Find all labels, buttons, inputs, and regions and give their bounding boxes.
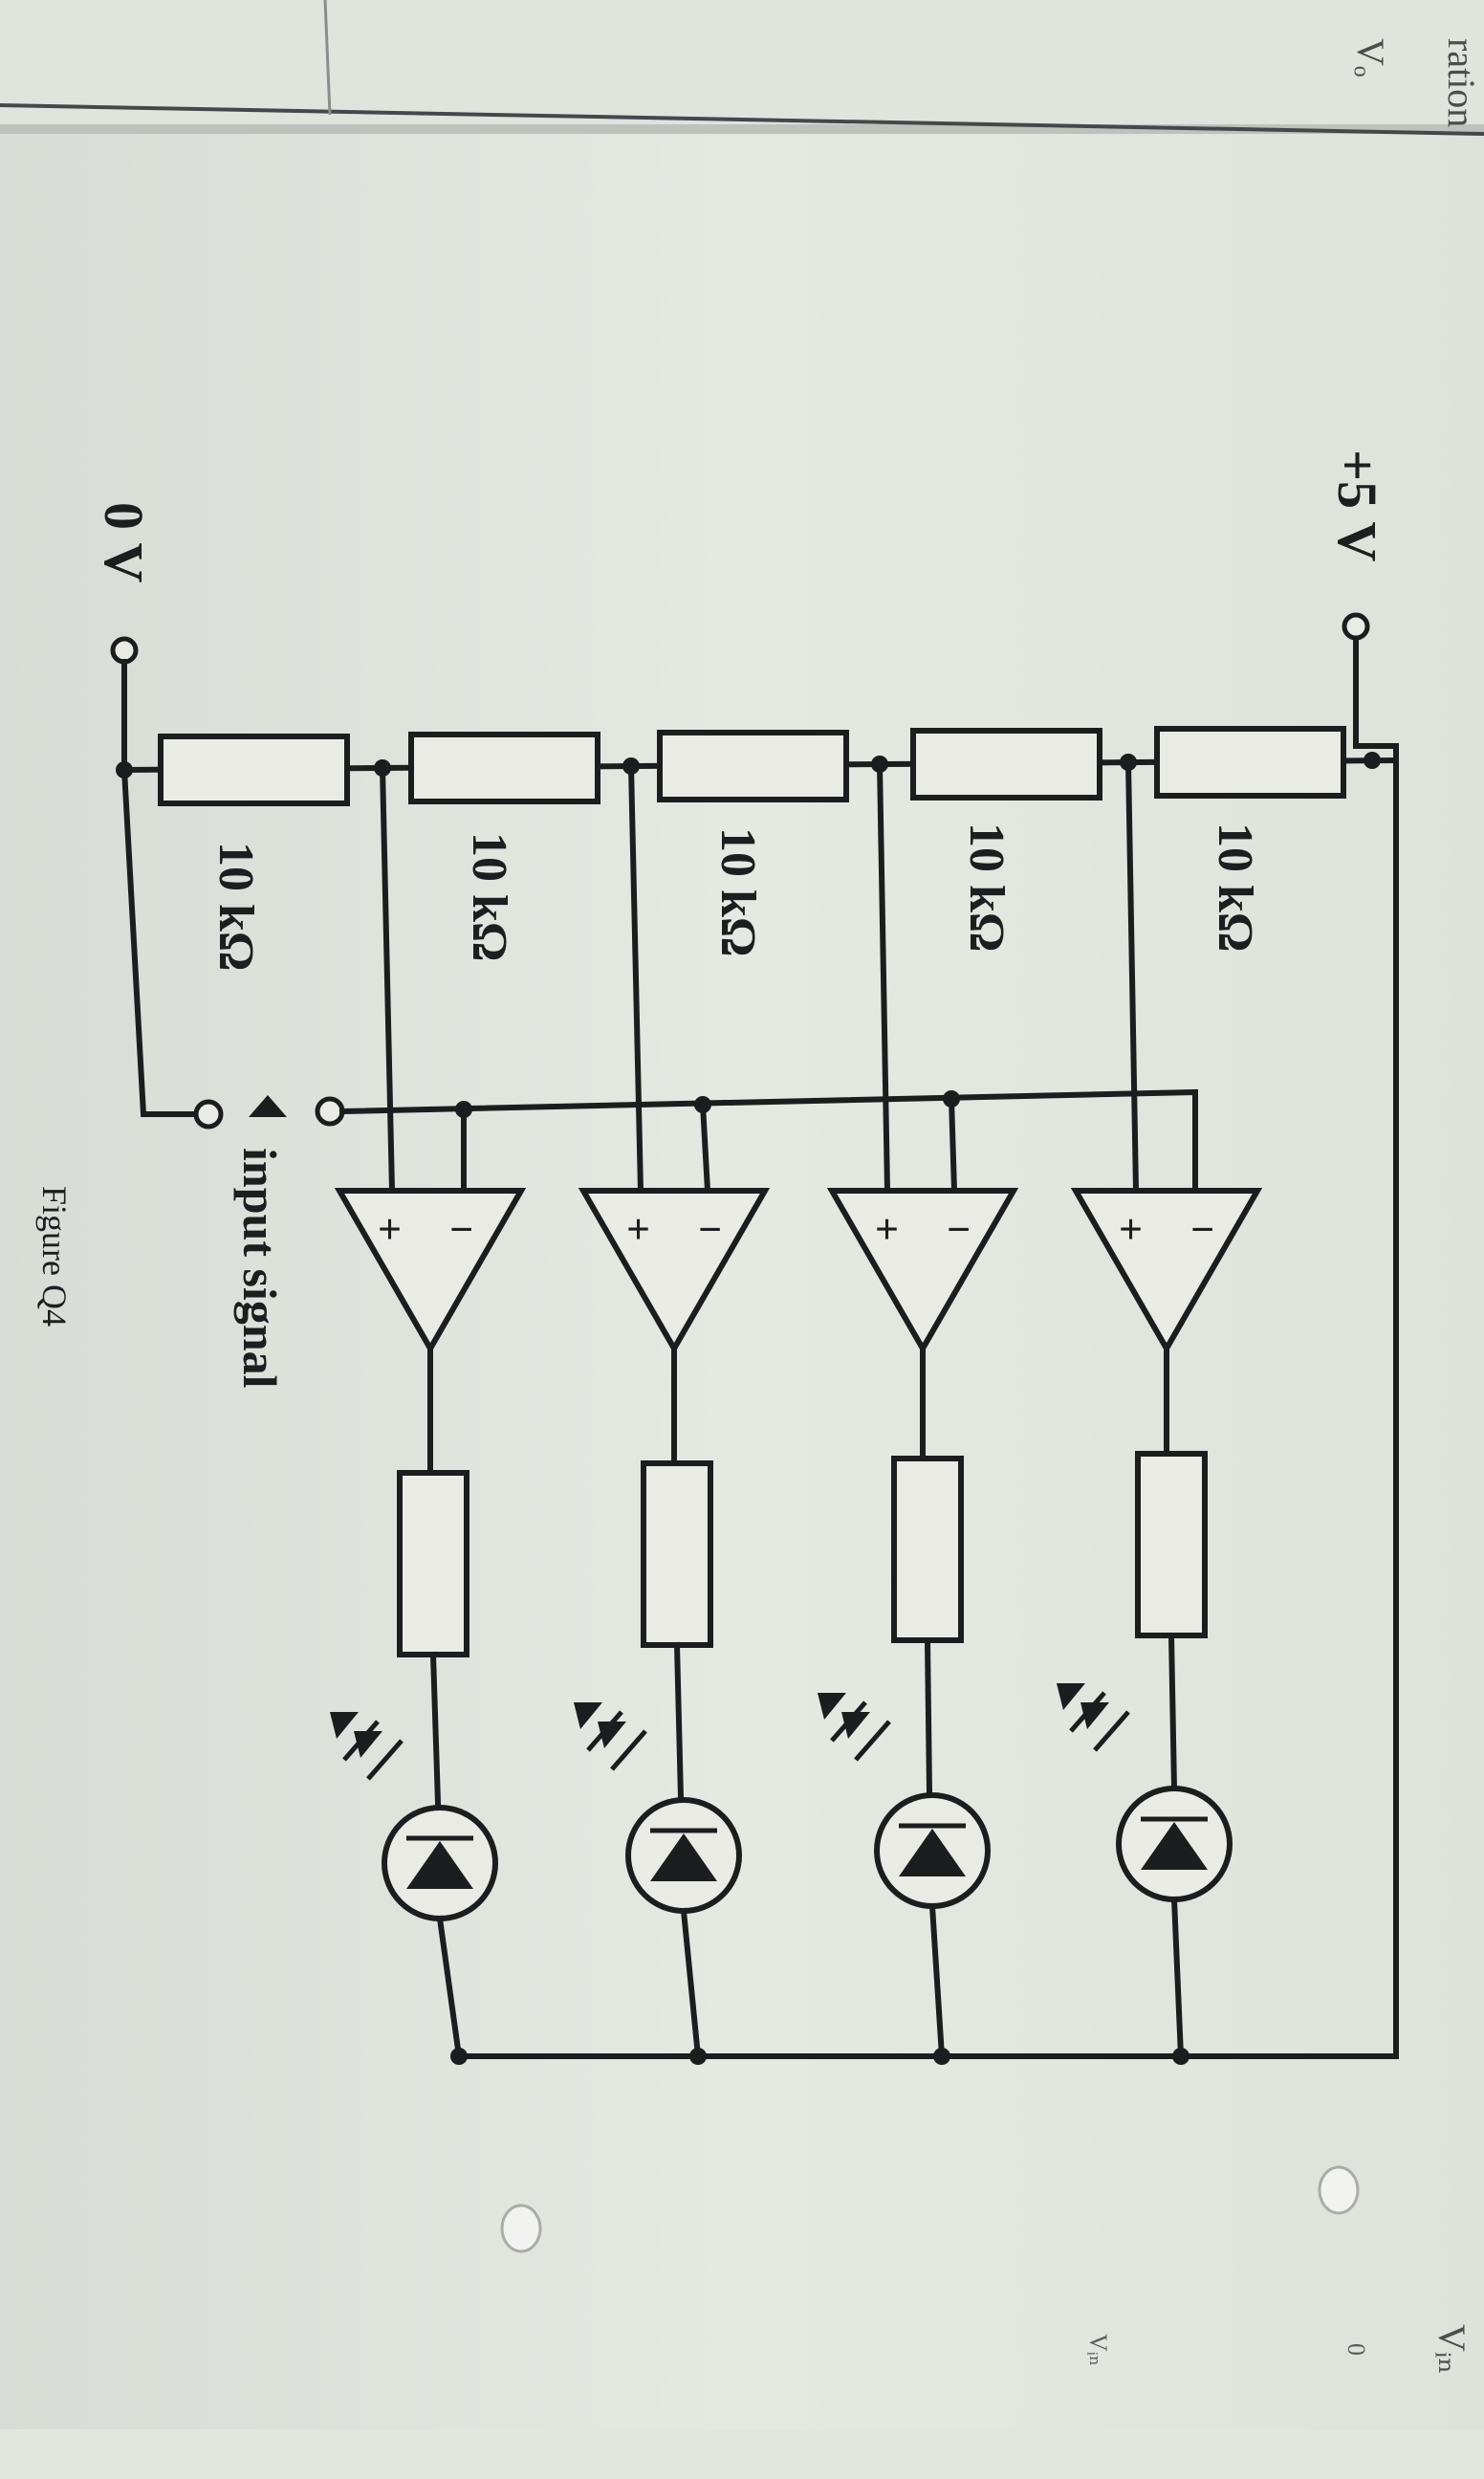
bottom-edge-vm: Vᵢₙ: [1084, 2334, 1112, 2366]
resistor-label-r2: 10 kΩ: [462, 832, 516, 962]
junction: [689, 2048, 707, 2065]
led-ret-1: [436, 1915, 463, 2060]
circuit-diagram: +5 V 0 V 10 kΩ 10 kΩ 10 kΩ 10 kΩ 10 kΩ i…: [35, 450, 1400, 2065]
top-sheet: [0, 0, 1484, 124]
ground-to-input: [120, 766, 199, 1117]
ladder-tap-4: [1124, 758, 1140, 1195]
comparator-4: [1070, 1188, 1263, 1355]
top-edge-symbol: Vₒ: [1349, 38, 1392, 77]
paper-sheet: [0, 134, 1484, 2439]
comparator-plus: +: [875, 1206, 899, 1253]
resistor-label-r4: 10 kΩ: [959, 823, 1014, 953]
led-resistor-4: [1135, 1451, 1208, 1638]
input-label: input signal: [233, 1148, 287, 1389]
signal-tap-2: [699, 1101, 711, 1195]
resistor-label-r3: 10 kΩ: [710, 827, 765, 957]
ground-label: 0 V: [93, 502, 155, 582]
figure-caption: Figure Q4: [35, 1186, 74, 1327]
ladder-tap-2: [627, 762, 644, 1195]
resistor-r1: [158, 734, 350, 806]
comparator-minus: −: [698, 1206, 722, 1253]
resistor-label-r5: 10 kΩ: [1208, 823, 1262, 953]
input-terminal-gnd: [193, 1099, 224, 1130]
bottom-edge-zero: 0: [1342, 2343, 1370, 2356]
led-3: [818, 1693, 991, 1909]
resistor-label-r1: 10 kΩ: [208, 842, 263, 972]
led-1: [330, 1712, 498, 1921]
sheet-crease: [323, 0, 332, 116]
comparator-1: [334, 1188, 527, 1355]
led-resistor-2: [641, 1460, 713, 1648]
comparator-plus: +: [1119, 1206, 1143, 1253]
ladder-tap-1: [379, 764, 396, 1195]
signal-tap-3: [948, 1095, 958, 1195]
led-ret-2: [680, 1907, 702, 2060]
junction: [1364, 752, 1381, 769]
signal-bus: [338, 1088, 1198, 1189]
led-feed-2: [673, 1641, 685, 1802]
comparator-2: [578, 1188, 771, 1355]
comparator-3: [826, 1188, 1019, 1355]
bottom-edge-vin: Vᵢₙ: [1430, 2324, 1473, 2375]
supply-terminal: [1342, 612, 1370, 641]
led-4: [1057, 1683, 1233, 1902]
led-ret-4: [1170, 1896, 1185, 2060]
comparator-minus: −: [449, 1206, 473, 1253]
bottom-sheet: [0, 2429, 1484, 2479]
led-resistor-1: [397, 1470, 469, 1657]
ground-terminal: [110, 636, 139, 665]
resistor-r2: [408, 732, 600, 804]
led-feed-1: [429, 1651, 442, 1807]
punch-hole: [500, 2204, 542, 2253]
comparator-plus: +: [378, 1206, 402, 1253]
supply-label: +5 V: [1326, 450, 1388, 562]
junction: [933, 2048, 950, 2065]
led-feed-4: [1168, 1632, 1178, 1792]
supply-rail: [1353, 628, 1399, 2059]
led-ret-3: [928, 1902, 946, 2060]
led-feed-3: [924, 1636, 933, 1797]
led-resistor-3: [891, 1456, 964, 1643]
comparator-plus: +: [626, 1206, 650, 1253]
punch-hole: [1318, 2165, 1360, 2215]
resistor-r5: [1154, 726, 1346, 799]
top-edge-word: ration: [1440, 38, 1483, 127]
ladder-tap-3: [876, 760, 891, 1195]
comparator-minus: −: [947, 1206, 971, 1253]
input-terminal-signal: [315, 1096, 345, 1127]
input-arrow-icon: [249, 1095, 287, 1117]
sheet-edge-top: [0, 103, 1484, 136]
junction: [450, 2048, 468, 2065]
comparator-minus: −: [1190, 1206, 1214, 1253]
resistor-r3: [657, 730, 849, 802]
resistor-r4: [910, 728, 1102, 801]
junction: [1172, 2048, 1189, 2065]
